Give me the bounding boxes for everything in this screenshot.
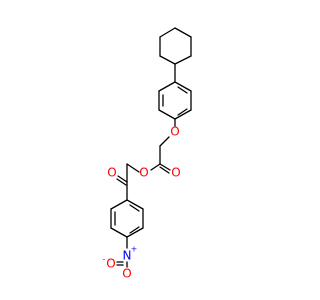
atom-label-nitro-oxygen-minus: O <box>106 257 115 271</box>
molecule-structure: O O O O N + O - O <box>103 27 192 281</box>
atom-label-nitro-oxygen: O <box>122 267 131 281</box>
structure-canvas: O O O O N + O - O <box>102 27 192 281</box>
bond-lines <box>110 27 192 268</box>
atom-charge-nitro-oxygen: - <box>103 255 106 264</box>
atom-labels: O O O O N + O - O <box>103 125 181 281</box>
atom-charge-nitro-nitrogen: + <box>131 245 138 254</box>
atom-label-ketone-oxygen: O <box>107 166 116 180</box>
atom-label-carbonyl-oxygen: O <box>171 166 180 180</box>
atom-label-ether-oxygen: O <box>170 125 179 139</box>
atom-label-nitro-nitrogen: N <box>123 249 132 263</box>
atom-label-ester-oxygen: O <box>139 166 148 180</box>
